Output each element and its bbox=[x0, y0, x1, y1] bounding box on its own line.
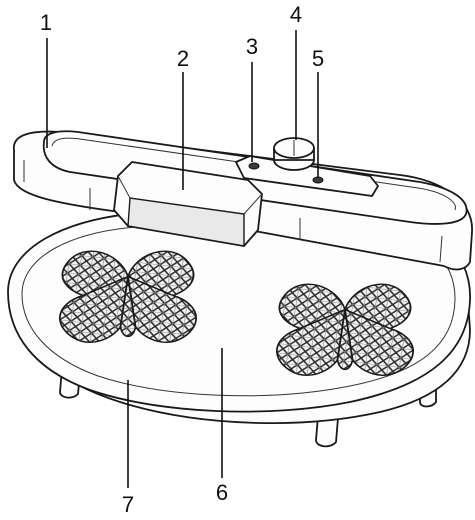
callout-3: 3 bbox=[246, 34, 258, 59]
callout-labels: 1 2 3 4 5 6 7 bbox=[40, 2, 324, 517]
callout-7: 7 bbox=[122, 492, 134, 517]
callout-6: 6 bbox=[216, 480, 228, 505]
leader-lines bbox=[46, 30, 319, 488]
callout-1: 1 bbox=[40, 10, 52, 35]
callout-4: 4 bbox=[290, 2, 302, 27]
control-panel bbox=[235, 137, 379, 197]
power-indicator-light bbox=[248, 162, 260, 170]
lid-handle bbox=[113, 161, 263, 247]
temperature-control-knob[interactable] bbox=[273, 137, 315, 171]
callout-2: 2 bbox=[177, 46, 189, 71]
callout-5: 5 bbox=[312, 46, 324, 71]
